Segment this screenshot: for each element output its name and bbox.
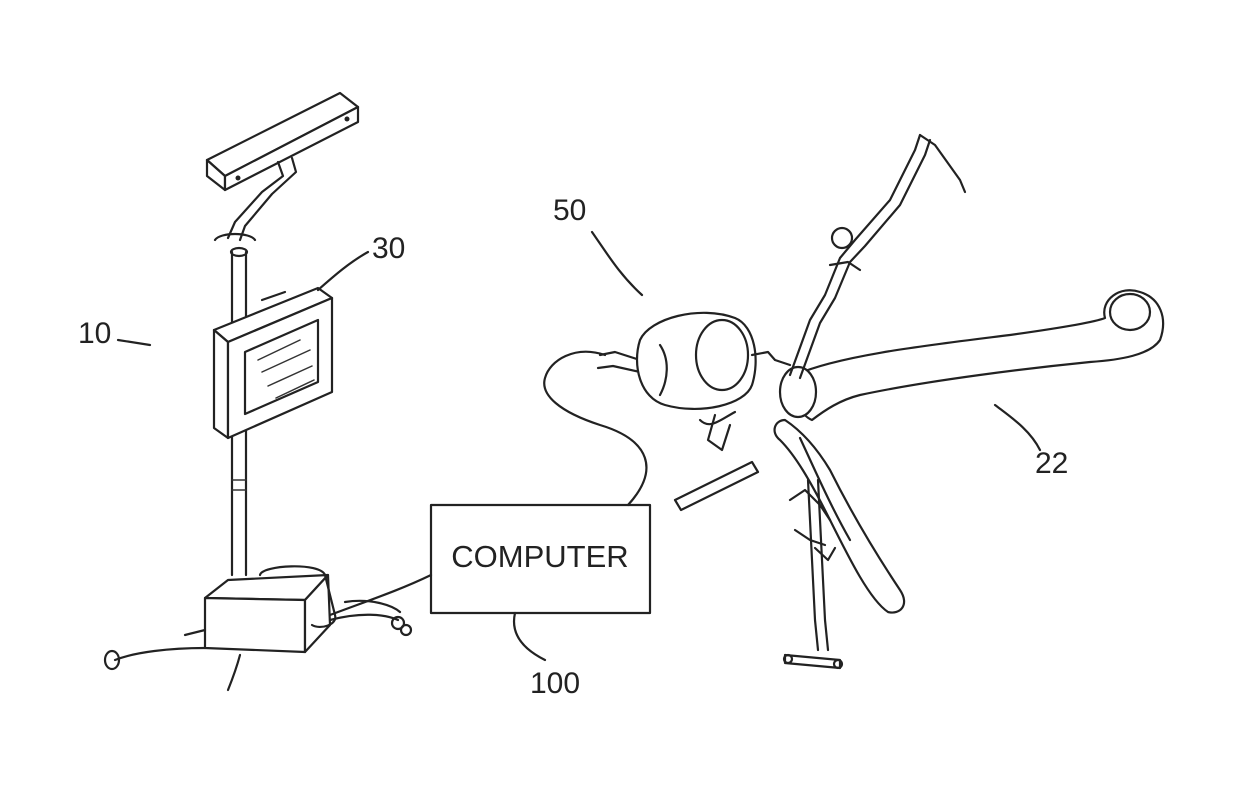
leader-30: [318, 252, 368, 290]
label-100: 100: [530, 667, 580, 700]
label-30: 30: [372, 232, 405, 265]
label-50: 50: [553, 194, 586, 227]
computer-box: COMPUTER: [431, 505, 650, 613]
leader-10: [118, 340, 150, 345]
bone-model: [775, 135, 1164, 668]
leader-22: [995, 405, 1040, 450]
computer-box-label: COMPUTER: [451, 539, 628, 574]
cable-stand-to-computer: [330, 575, 431, 615]
handheld-tool: [598, 313, 790, 510]
cable-computer-to-tool: [544, 352, 646, 505]
leader-100: [514, 613, 545, 660]
label-10: 10: [78, 317, 111, 350]
label-22: 22: [1035, 447, 1068, 480]
leader-50: [592, 232, 642, 295]
stand-base: [185, 566, 400, 652]
